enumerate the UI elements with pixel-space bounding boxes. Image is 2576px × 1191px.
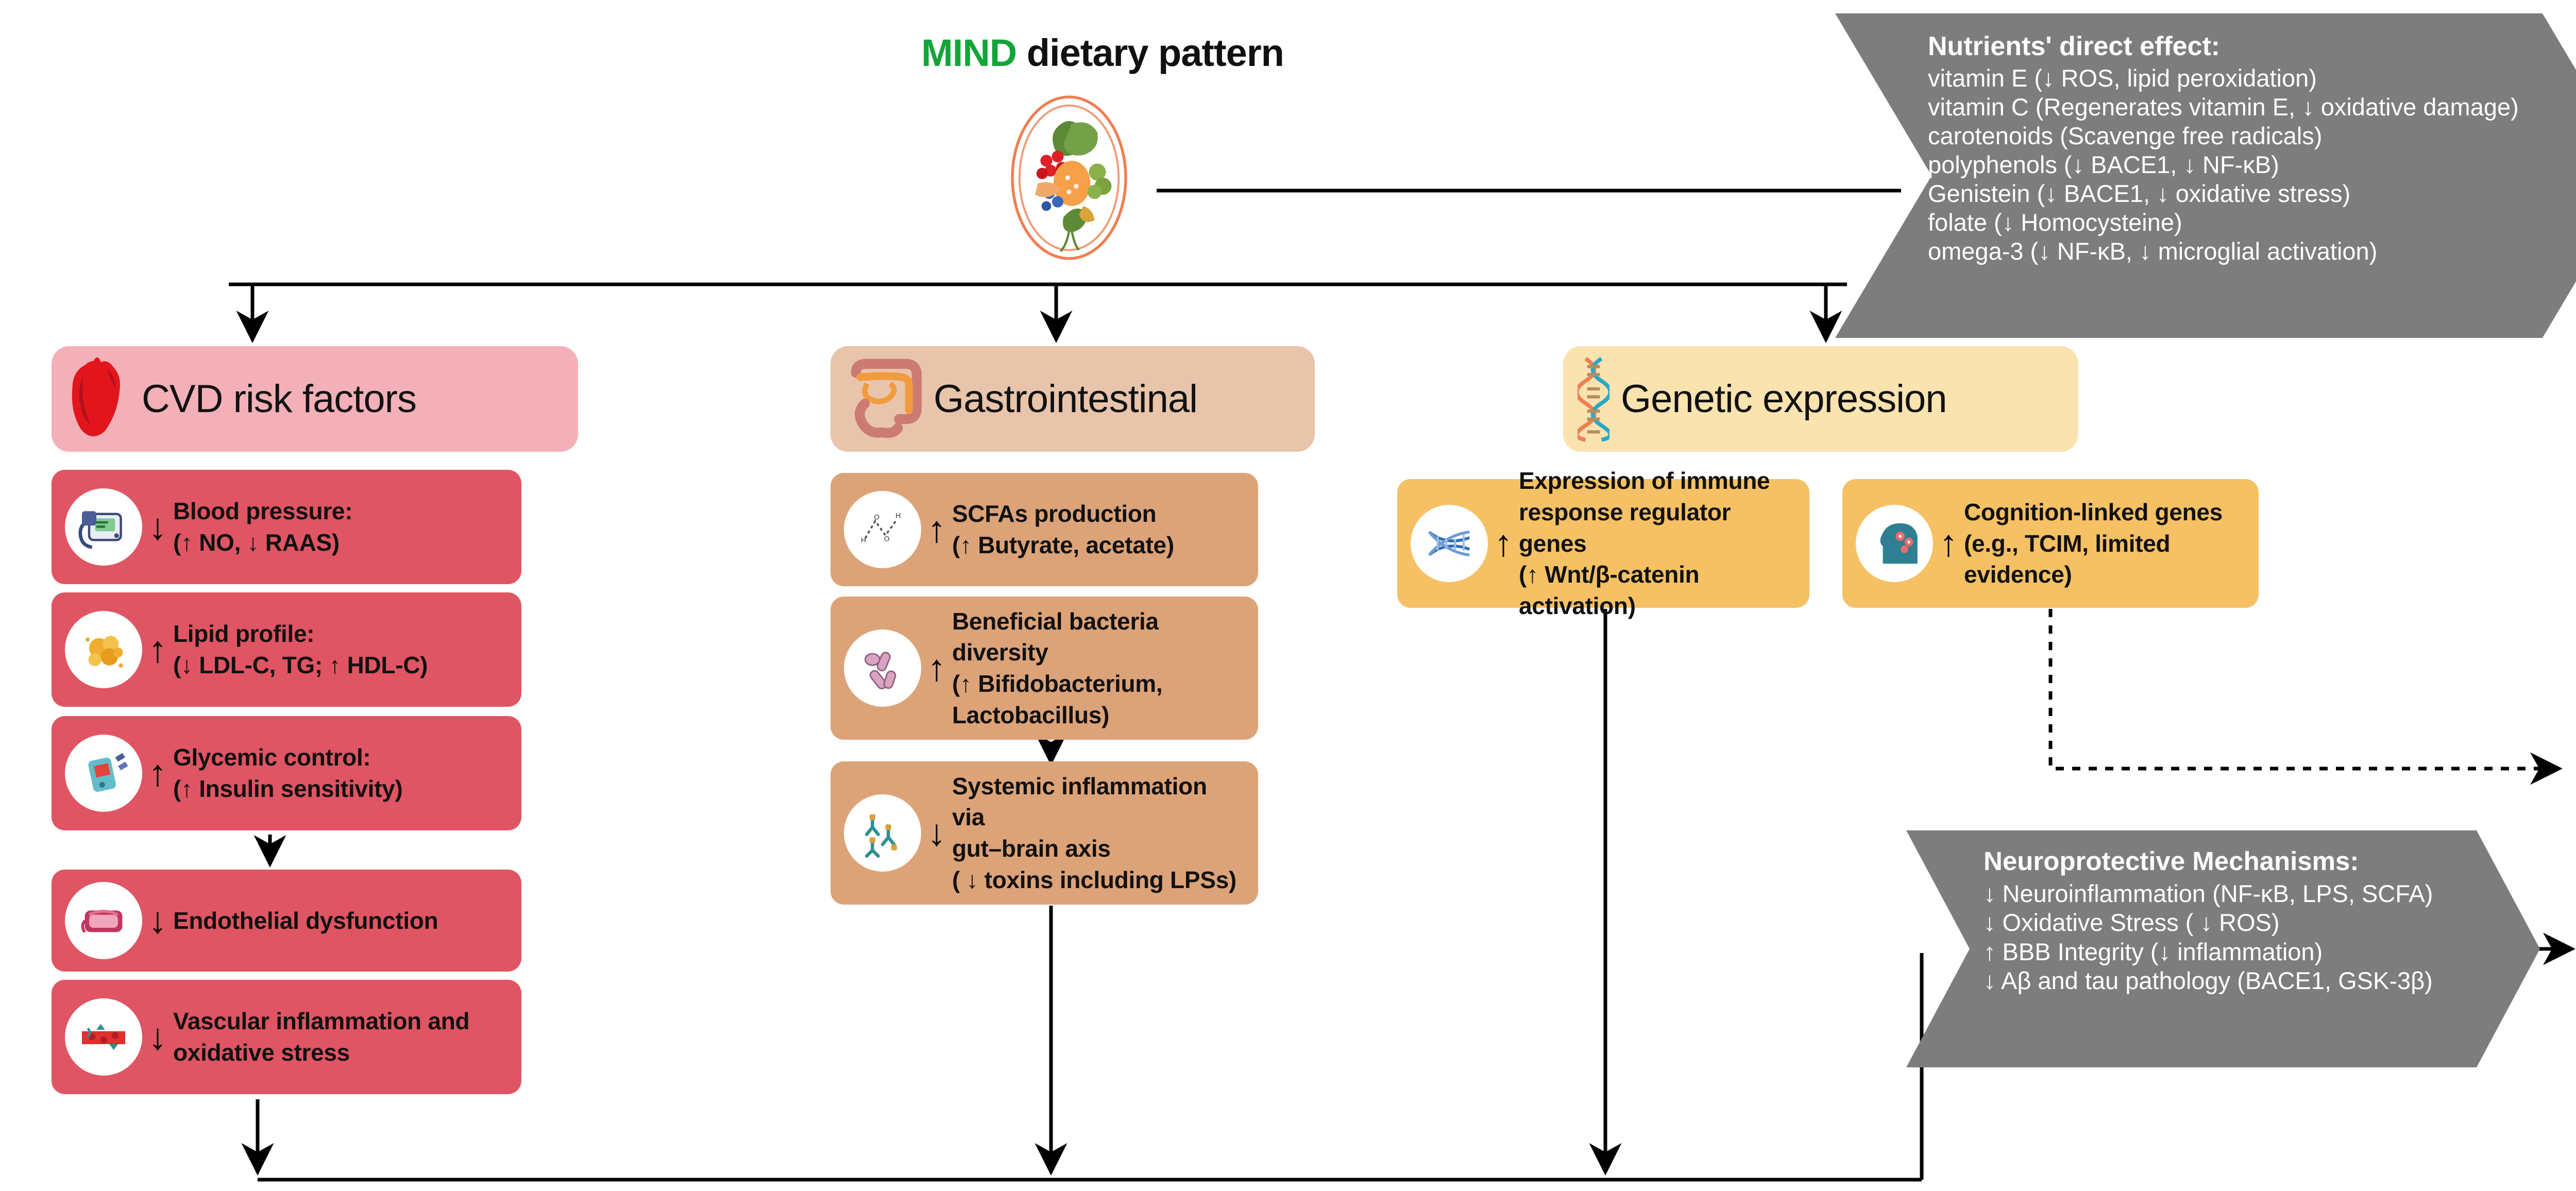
list-item-text: Expression of immune response regulator … <box>1519 465 1796 622</box>
direction-indicator: ↑ <box>148 629 167 670</box>
line-2: oxidative stress <box>173 1039 350 1066</box>
line-3: (↑ Wnt/β-catenin activation) <box>1519 561 1700 620</box>
heart-icon <box>66 356 130 443</box>
direction-indicator: ↑ <box>148 753 167 794</box>
list-item: ↑ Expression of immune response regulato… <box>1397 467 1809 619</box>
line-2: gut–brain axis <box>952 835 1111 862</box>
direction-indicator: ↑ <box>927 509 946 550</box>
gene-header-label: Genetic expression <box>1621 377 1947 421</box>
title-brand: MIND <box>921 31 1017 74</box>
list-item-text: Vascular inflammation and oxidative stre… <box>173 1006 470 1068</box>
direction-indicator: ↓ <box>148 900 167 941</box>
nutrients-panel-title: Nutrients' direct effect: <box>1928 31 2221 61</box>
list-item: O O H H ↑ SCFAs production (↑ Butyrate, … <box>831 473 1258 586</box>
line-1: Blood pressure: <box>173 498 353 525</box>
section-header-gastrointestinal: Gastrointestinal <box>831 346 1315 452</box>
section-header-cvd: CVD risk factors <box>52 346 578 452</box>
nutrient-line: folate (↓ Homocysteine) <box>1928 208 2182 236</box>
line-2: (↑ Bifidobacterium, <box>952 670 1163 697</box>
line-1: Systemic inflammation via <box>952 772 1207 831</box>
line-1: SCFAs production <box>952 500 1157 528</box>
list-item: ↑ Beneficial bacteria diversity (↑ Bifid… <box>831 597 1258 740</box>
line-2: (↑ Butyrate, acetate) <box>952 532 1174 558</box>
line-2: (↑ NO, ↓ RAAS) <box>173 529 340 556</box>
svg-text:H: H <box>861 536 866 544</box>
list-item: ↑ Lipid profile: (↓ LDL-C, TG; ↑ HDL-C) <box>52 592 521 707</box>
gi-header-label: Gastrointestinal <box>934 377 1198 421</box>
glucometer-icon <box>65 735 142 812</box>
list-item-text: SCFAs production (↑ Butyrate, acetate) <box>952 498 1174 560</box>
neuro-line: ↑ BBB Integrity (↓ inflammation) <box>1984 938 2323 965</box>
line-1: Lipid profile: <box>173 620 315 648</box>
list-item-text: Beneficial bacteria diversity (↑ Bifidob… <box>952 606 1245 731</box>
nutrient-line: carotenoids (Scavenge free radicals) <box>1928 122 2323 149</box>
list-item-text: Glycemic control: (↑ Insulin sensitivity… <box>173 742 403 804</box>
list-item-text: Cognition-linked genes (e.g., TCIM, limi… <box>1964 497 2223 590</box>
list-item: ↑ Cognition-linked genes (e.g., TCIM, li… <box>1842 479 2259 608</box>
nutrients-direct-effect-panel: Nutrients' direct effect: vitamin E (↓ R… <box>1835 13 2576 338</box>
blood-vessel-icon <box>65 882 142 959</box>
line-1: Expression of immune <box>1519 467 1770 495</box>
line-2: response regulator genes <box>1519 498 1731 557</box>
neuro-panel-title: Neuroprotective Mechanisms: <box>1984 846 2359 876</box>
list-item-text: Blood pressure: (↑ NO, ↓ RAAS) <box>173 496 353 558</box>
nutrient-line: omega-3 (↓ NF-κB, ↓ microglial activatio… <box>1928 237 2378 265</box>
direction-indicator: ↑ <box>1939 523 1958 564</box>
list-item: ↓ Systemic inflammation via gut–brain ax… <box>831 761 1258 905</box>
line-3: evidence) <box>1964 561 2072 588</box>
line-2: (e.g., TCIM, limited <box>1964 530 2171 557</box>
title-rest: dietary pattern <box>1016 31 1284 74</box>
svg-text:O: O <box>874 513 879 521</box>
neuro-line: ↓ Oxidative Stress ( ↓ ROS) <box>1984 909 2280 937</box>
mind-diet-plate-icon <box>984 93 1154 263</box>
list-item-text: Systemic inflammation via gut–brain axis… <box>952 771 1245 896</box>
list-item-text: Lipid profile: (↓ LDL-C, TG; ↑ HDL-C) <box>173 618 428 680</box>
nutrient-line: polyphenols (↓ BACE1, ↓ NF-κB) <box>1928 150 2279 178</box>
line-2: (↑ Insulin sensitivity) <box>173 775 403 802</box>
cvd-header-label: CVD risk factors <box>142 377 417 421</box>
nutrient-line: Genistein (↓ BACE1, ↓ oxidative stress) <box>1928 179 2351 207</box>
page-title: MIND dietary pattern <box>845 31 1360 75</box>
dna-helix-icon <box>1578 355 1609 443</box>
list-item: ↓ Blood pressure: (↑ NO, ↓ RAAS) <box>52 470 521 584</box>
line-1: Beneficial bacteria diversity <box>952 607 1159 666</box>
svg-text:H: H <box>895 512 901 520</box>
lipid-droplets-icon <box>65 611 142 688</box>
section-header-genetic-expression: Genetic expression <box>1563 346 2078 452</box>
svg-text:O: O <box>884 534 890 542</box>
dna-strand-icon <box>1411 505 1488 582</box>
list-item-text: Endothelial dysfunction <box>173 905 438 937</box>
list-item: ↓ Endothelial dysfunction <box>52 870 521 972</box>
direction-indicator: ↓ <box>148 506 167 548</box>
line-1: Glycemic control: <box>173 744 371 771</box>
inflamed-vessel-icon <box>65 998 142 1076</box>
direction-indicator: ↑ <box>1494 523 1513 564</box>
line-1: Vascular inflammation and <box>173 1008 470 1035</box>
bacteria-icon <box>844 629 921 707</box>
head-brain-icon <box>1856 505 1933 582</box>
molecule-icon: O O H H <box>844 491 921 568</box>
direction-indicator: ↓ <box>927 812 946 854</box>
nutrient-line: vitamin C (Regenerates vitamin E, ↓ oxid… <box>1928 93 2519 121</box>
direction-indicator: ↓ <box>148 1016 167 1058</box>
line-2: (↓ LDL-C, TG; ↑ HDL-C) <box>173 652 428 678</box>
neuro-line: ↓ Neuroinflammation (NF-κB, LPS, SCFA) <box>1984 880 2433 907</box>
cytokine-icon <box>844 794 921 872</box>
direction-indicator: ↑ <box>927 648 946 689</box>
nutrient-line: vitamin E (↓ ROS, lipid peroxidation) <box>1928 64 2317 92</box>
neuroprotective-mechanisms-panel: Neuroprotective Mechanisms: ↓ Neuroinfla… <box>1906 830 2540 1067</box>
list-item: ↑ Glycemic control: (↑ Insulin sensitivi… <box>52 716 521 830</box>
line-3: Lactobacillus) <box>952 701 1110 728</box>
neuro-line: ↓ Aβ and tau pathology (BACE1, GSK-3β) <box>1984 967 2433 995</box>
list-item: ↓ Vascular inflammation and oxidative st… <box>52 980 521 1094</box>
blood-pressure-monitor-icon <box>65 488 142 566</box>
line-1: Cognition-linked genes <box>1964 498 2223 525</box>
line-1: Endothelial dysfunction <box>173 907 438 934</box>
line-3: ( ↓ toxins including LPSs) <box>952 866 1236 893</box>
intestine-icon <box>845 355 922 444</box>
